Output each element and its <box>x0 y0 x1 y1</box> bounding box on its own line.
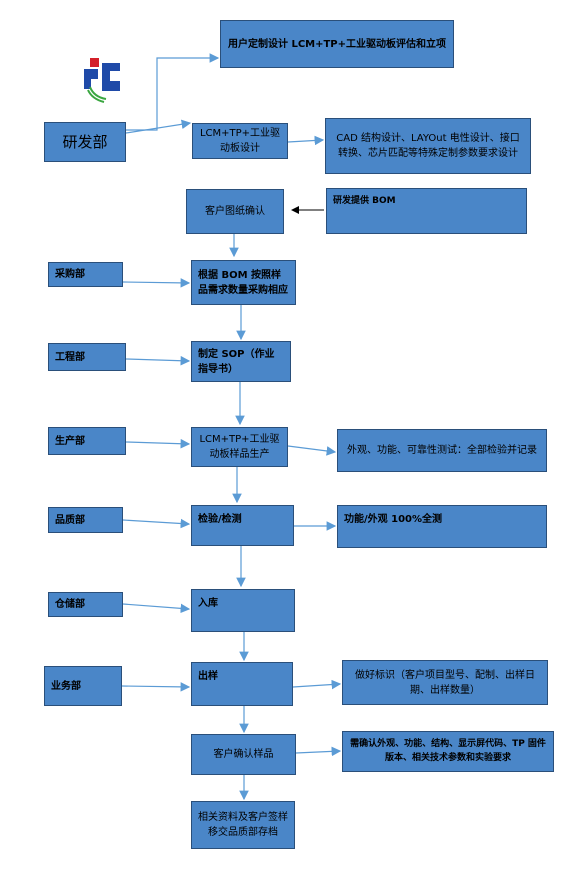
label-note-text: 做好标识（客户项目型号、配制、出样日期、出样数量） <box>355 669 535 696</box>
purchase-step-box: 根据 BOM 按照样品需求数量采购相应 <box>191 260 296 305</box>
sales-dept-box: 业务部 <box>44 666 122 706</box>
warehouse-step-text: 入库 <box>198 598 218 609</box>
rd-dept-label: 研发部 <box>62 132 108 151</box>
customer-drawing-text: 客户图纸确认 <box>205 206 265 217</box>
test-note-box: 外观、功能、可靠性测试：全部检验并记录 <box>337 429 547 472</box>
arrow-design-to-cad <box>287 135 325 146</box>
warehouse-step-box: 入库 <box>191 589 295 632</box>
arrow-production-to-test <box>287 445 337 456</box>
sample-out-text: 出样 <box>198 671 218 682</box>
evaluation-text: 用户定制设计 LCM+TP+工业驱动板评估和立项 <box>227 38 447 50</box>
sop-step-box: 制定 SOP（作业指导书） <box>191 341 291 382</box>
sample-out-box: 出样 <box>191 662 293 706</box>
sales-dept-label: 业务部 <box>51 680 81 692</box>
arrow-warehouse-dept <box>122 603 191 614</box>
arrow-rd-to-design <box>125 119 192 134</box>
confirm-note-box: 需确认外观、功能、结构、显示屏代码、TP 固件版本、相关技术参数和实验要求 <box>342 731 554 772</box>
engineering-dept-label: 工程部 <box>55 351 85 363</box>
cad-design-box: CAD 结构设计、LAYOut 电性设计、接口转换、芯片匹配等特殊定制参数要求设… <box>325 118 531 174</box>
label-note-box: 做好标识（客户项目型号、配制、出样日期、出样数量） <box>342 660 548 705</box>
quality-dept-box: 品质部 <box>48 507 123 533</box>
production-dept-label: 生产部 <box>55 435 85 447</box>
production-dept-box: 生产部 <box>48 427 126 455</box>
customer-drawing-box: 客户图纸确认 <box>186 189 284 234</box>
lcm-design-box: LCM+TP+工业驱动板设计 <box>192 123 288 159</box>
customer-confirm-box: 客户确认样品 <box>191 734 296 775</box>
purchase-dept-box: 采购部 <box>48 262 123 287</box>
rd-dept-box: 研发部 <box>44 122 126 162</box>
purchase-step-text: 根据 BOM 按照样品需求数量采购相应 <box>198 269 288 296</box>
arrow-sales-dept <box>121 682 191 692</box>
arrow-rd-to-evaluation <box>126 53 220 131</box>
warehouse-dept-box: 仓储部 <box>48 592 123 617</box>
arrow-purchase-dept <box>122 278 191 288</box>
test-note-text: 外观、功能、可靠性测试：全部检验并记录 <box>347 445 537 456</box>
archive-step-text: 相关资料及客户签样移交品质部存档 <box>198 812 288 838</box>
arrow-engineering-dept <box>125 355 191 366</box>
inspection-step-box: 检验/检测 <box>191 505 294 546</box>
customer-confirm-text: 客户确认样品 <box>213 749 274 760</box>
arrow-production-dept <box>125 438 191 449</box>
archive-step-box: 相关资料及客户签样移交品质部存档 <box>191 801 295 849</box>
production-step-box: LCM+TP+工业驱动板样品生产 <box>191 427 288 467</box>
rd-bom-box: 研发提供 BOM <box>326 188 527 234</box>
production-step-text: LCM+TP+工业驱动板样品生产 <box>199 434 280 460</box>
inspection-note-text: 功能/外观 100%全测 <box>344 514 443 525</box>
purchase-dept-label: 采购部 <box>55 269 85 280</box>
lcm-design-text: LCM+TP+工业驱动板设计 <box>199 128 281 154</box>
sop-step-text: 制定 SOP（作业指导书） <box>198 348 275 375</box>
arrow-sample-to-label <box>292 679 342 690</box>
confirm-note-text: 需确认外观、功能、结构、显示屏代码、TP 固件版本、相关技术参数和实验要求 <box>350 739 546 763</box>
arrow-quality-dept <box>122 518 191 529</box>
cad-design-text: CAD 结构设计、LAYOut 电性设计、接口转换、芯片匹配等特殊定制参数要求设… <box>336 133 520 159</box>
arrow-confirm-to-note <box>295 746 342 757</box>
inspection-step-text: 检验/检测 <box>198 514 242 525</box>
company-logo-icon <box>80 55 128 103</box>
engineering-dept-box: 工程部 <box>48 343 126 371</box>
evaluation-box: 用户定制设计 LCM+TP+工业驱动板评估和立项 <box>220 20 454 68</box>
warehouse-dept-label: 仓储部 <box>55 599 85 610</box>
quality-dept-label: 品质部 <box>55 514 85 526</box>
inspection-note-box: 功能/外观 100%全测 <box>337 505 547 548</box>
rd-bom-text: 研发提供 BOM <box>333 196 396 206</box>
